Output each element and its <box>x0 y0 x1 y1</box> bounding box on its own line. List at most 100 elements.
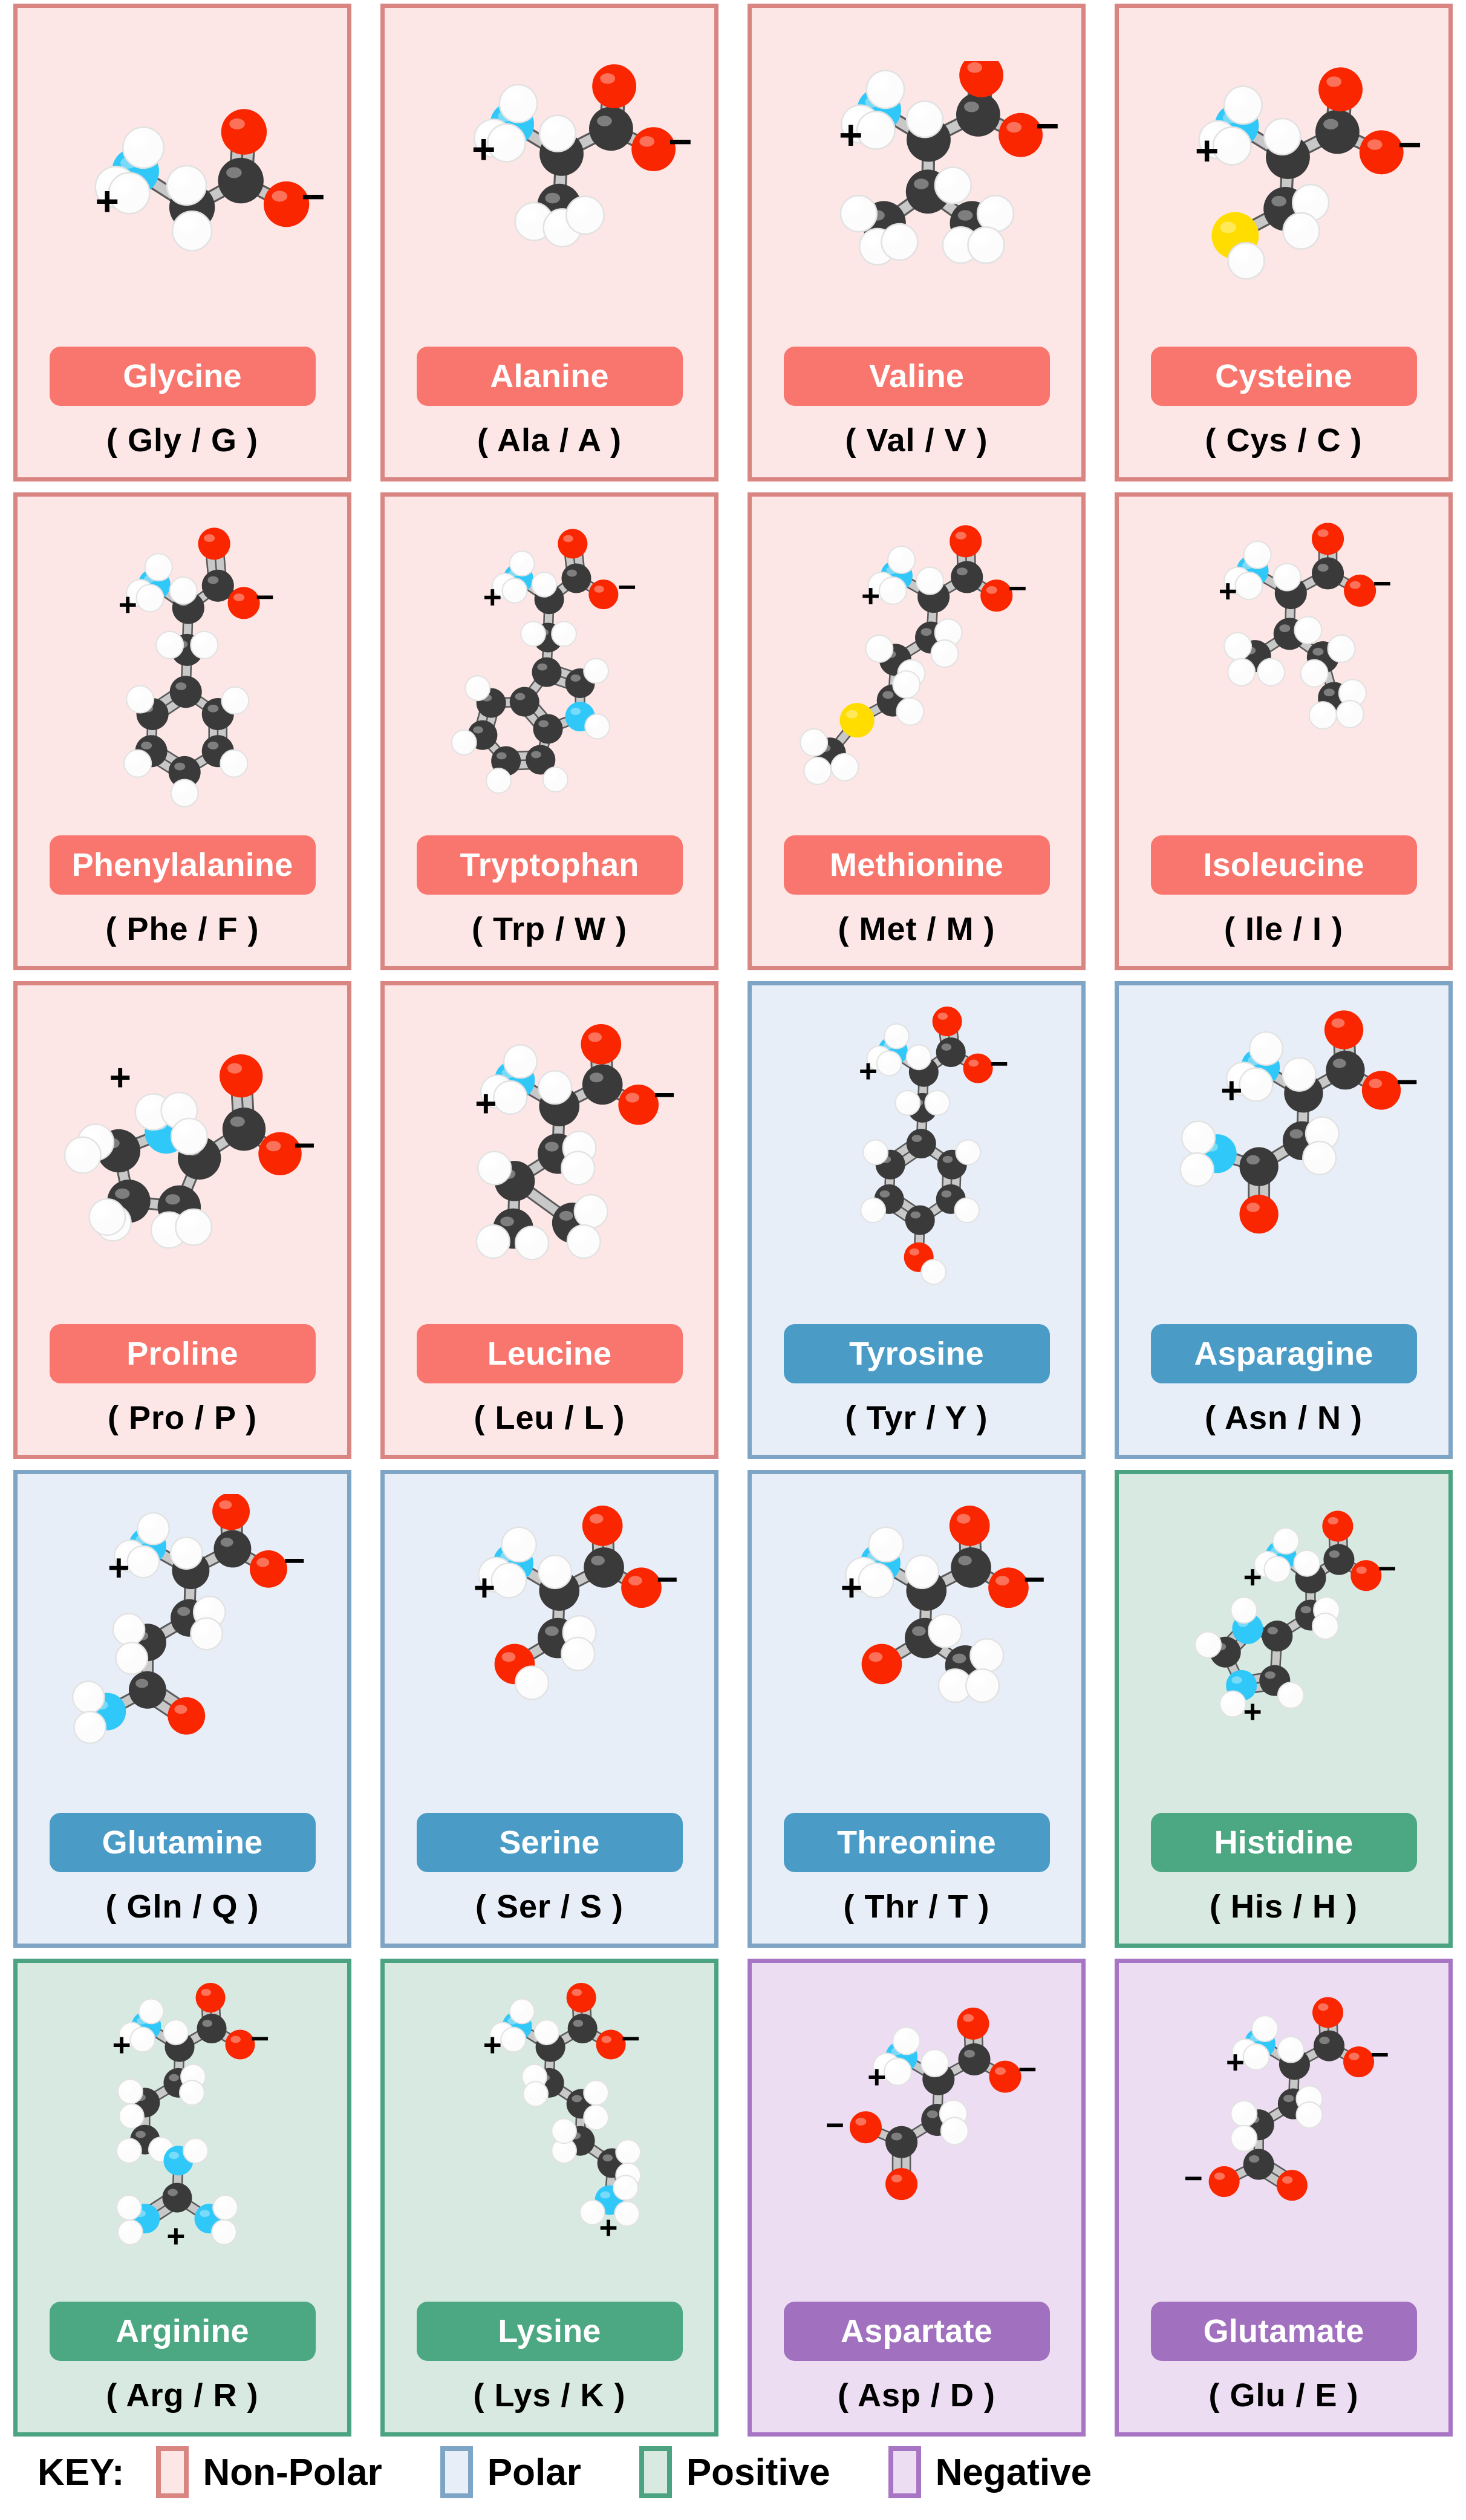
atom-hydrogen-icon <box>171 1117 209 1155</box>
amino-acid-card-q[interactable]: +−Glutamine( Gln / Q ) <box>13 1470 351 1948</box>
charge-positive-icon: + <box>1221 1070 1243 1112</box>
atom-hydrogen-icon <box>969 1638 1005 1673</box>
atom-carbon-icon <box>561 563 591 593</box>
atom-hydrogen-icon <box>892 670 921 699</box>
amino-acid-card-m[interactable]: +−Methionine( Met / M ) <box>748 492 1086 970</box>
charge-negative-icon: − <box>1373 566 1392 602</box>
amino-acid-card-a[interactable]: +−Alanine( Ala / A ) <box>380 4 718 481</box>
atom-carbon-icon <box>162 2182 192 2213</box>
atom-hydrogen-icon <box>884 1023 910 1049</box>
atom-oxygen-icon <box>1344 574 1376 607</box>
legend-item-label: Polar <box>487 2451 581 2493</box>
atom-hydrogen-icon <box>573 1193 609 1229</box>
molecule-container: +− <box>1119 497 1448 835</box>
amino-acid-card-r[interactable]: +−+Arginine( Arg / R ) <box>13 1959 351 2437</box>
atom-hydrogen-icon <box>126 685 155 714</box>
atom-group <box>94 109 309 252</box>
atom-group <box>123 527 261 808</box>
atom-hydrogen-icon <box>916 566 945 595</box>
atom-hydrogen-icon <box>1263 117 1301 155</box>
amino-acid-card-p[interactable]: +−Proline( Pro / P ) <box>13 981 351 1459</box>
atom-hydrogen-icon <box>451 730 478 756</box>
charge-positive-icon: + <box>1226 2045 1245 2080</box>
atom-oxygen-icon <box>263 181 309 227</box>
molecule-container: +− <box>752 985 1081 1324</box>
molecule-container: +− <box>18 497 347 835</box>
atom-hydrogen-icon <box>551 2118 578 2144</box>
atom-hydrogen-icon <box>538 114 576 152</box>
atom-hydrogen-icon <box>1300 659 1329 688</box>
charge-positive-icon: + <box>483 2027 502 2063</box>
atom-group <box>1223 523 1376 730</box>
amino-acid-card-y[interactable]: +−Tyrosine( Tyr / Y ) <box>748 981 1086 1459</box>
amino-acid-card-n[interactable]: +−Asparagine( Asn / N ) <box>1115 981 1453 1459</box>
atom-carbon-icon <box>958 2043 991 2076</box>
amino-acid-name-badge: Leucine <box>416 1324 683 1383</box>
charge-positive-icon: + <box>861 578 880 614</box>
amino-acid-card-e[interactable]: +−−Glutamate( Glu / E ) <box>1115 1959 1453 2437</box>
amino-acid-abbreviation: ( Gly / G ) <box>106 422 259 459</box>
amino-acid-card-v[interactable]: +−Valine( Val / V ) <box>748 4 1086 481</box>
atom-hydrogen-icon <box>583 2104 610 2130</box>
atom-oxygen-icon <box>1312 523 1344 555</box>
amino-acid-card-k[interactable]: +−+Lysine( Lys / K ) <box>380 1959 718 2437</box>
amino-acid-card-h[interactable]: +−+Histidine( His / H ) <box>1115 1470 1453 1948</box>
amino-acid-card-s[interactable]: +−Serine( Ser / S ) <box>380 1470 718 1948</box>
charge-negative-icon: − <box>1018 2052 1037 2087</box>
atom-carbon-icon <box>213 1530 252 1568</box>
atom-hydrogen-icon <box>1251 2015 1279 2042</box>
atom-hydrogen-icon <box>477 1151 512 1186</box>
amino-acid-abbreviation: ( Glu / E ) <box>1208 2377 1359 2414</box>
amino-acid-card-f[interactable]: +−Phenylalanine( Phe / F ) <box>13 492 351 970</box>
atom-hydrogen-icon <box>884 2057 913 2086</box>
atom-carbon-icon <box>129 1671 167 1709</box>
amino-acid-name-badge: Aspartate <box>783 2302 1050 2361</box>
amino-acid-card-t[interactable]: +−Threonine( Thr / T ) <box>748 1470 1086 1948</box>
atom-hydrogen-icon <box>894 1089 921 1116</box>
atom-hydrogen-icon <box>500 2026 527 2053</box>
atom-hydrogen-icon <box>567 1224 602 1259</box>
molecule-container: +− <box>18 985 347 1324</box>
amino-acid-card-w[interactable]: +−Tryptophan( Trp / W ) <box>380 492 718 970</box>
charge-group: +− <box>1219 566 1392 609</box>
atom-hydrogen-icon <box>122 126 165 169</box>
atom-hydrogen-icon <box>583 2080 610 2106</box>
molecule-diagram: +− <box>800 525 1027 785</box>
atom-hydrogen-icon <box>561 1636 596 1671</box>
atom-hydrogen-icon <box>934 166 972 204</box>
atom-hydrogen-icon <box>858 1562 894 1599</box>
atom-oxygen-icon <box>558 529 588 559</box>
molecule-diagram: +− <box>72 1494 305 1745</box>
atom-oxygen-icon <box>989 2060 1021 2093</box>
atom-hydrogen-icon <box>584 713 611 740</box>
molecule-container: +−+ <box>385 1963 714 2302</box>
atom-oxygen-icon <box>1350 1560 1382 1591</box>
amino-acid-card-g[interactable]: +−Glycine( Gly / G ) <box>13 4 351 481</box>
atom-oxygen-icon <box>1239 1195 1279 1234</box>
atom-group <box>116 1983 255 2245</box>
atom-carbon-icon <box>1262 1621 1293 1652</box>
atom-hydrogen-icon <box>112 1613 146 1647</box>
charge-positive-icon: + <box>483 579 502 615</box>
legend-swatch-icon <box>440 2446 473 2498</box>
atom-oxygen-icon <box>250 1550 288 1588</box>
atom-hydrogen-icon <box>876 1050 903 1077</box>
amino-acid-card-d[interactable]: +−−Aspartate( Asp / D ) <box>748 1959 1086 2437</box>
amino-acid-card-l[interactable]: +−Leucine( Leu / L ) <box>380 981 718 1459</box>
atom-hydrogen-icon <box>1227 658 1256 687</box>
amino-acid-card-i[interactable]: +−Isoleucine( Ile / I ) <box>1115 492 1453 970</box>
atom-hydrogen-icon <box>116 2194 143 2221</box>
atom-carbon-icon <box>1243 2149 1275 2180</box>
atom-hydrogen-icon <box>520 621 547 647</box>
atom-hydrogen-icon <box>955 1139 982 1166</box>
atom-hydrogen-icon <box>1212 126 1252 166</box>
charge-group: +−+ <box>483 2021 640 2245</box>
atom-oxygen-icon <box>212 1494 250 1530</box>
atom-hydrogen-icon <box>64 1136 102 1174</box>
amino-acid-name-badge: Methionine <box>783 835 1050 895</box>
atom-hydrogen-icon <box>509 1998 536 2025</box>
charge-group: +−+ <box>1243 1551 1396 1730</box>
charge-group: +−+ <box>112 2021 270 2254</box>
amino-acid-card-c[interactable]: +−Cysteine( Cys / C ) <box>1115 4 1453 481</box>
atom-carbon-icon <box>1323 1544 1355 1575</box>
